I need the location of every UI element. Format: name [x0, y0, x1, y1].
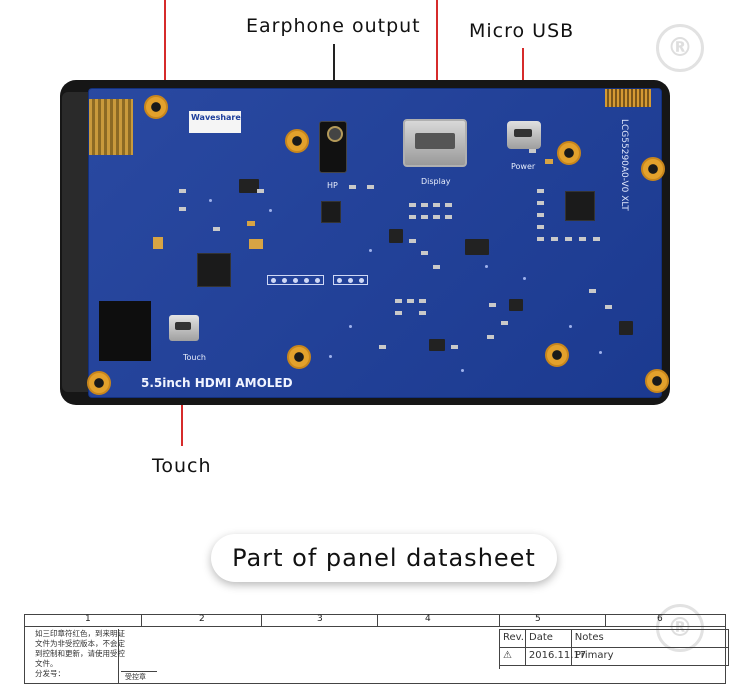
capacitor	[247, 221, 255, 226]
mount-hole	[557, 141, 581, 165]
copper-shield	[89, 99, 133, 155]
display-callout-line	[436, 0, 438, 120]
ic-chip	[509, 299, 523, 311]
header-pins	[267, 275, 324, 285]
board-model: LCG55290A0-V0 XLT	[619, 119, 629, 211]
ic-chip	[619, 321, 633, 335]
micro-usb-label: Micro USB	[469, 20, 575, 42]
registered-mark-icon: ®	[656, 24, 704, 72]
header-pins	[333, 275, 368, 285]
ic-chip	[429, 339, 445, 351]
control-notes: 如三印章符红色，到来明证 文件为非受控版本，不会定 到控制和更新，请使用受控 文…	[35, 629, 125, 683]
board-title: 5.5inch HDMI AMOLED	[141, 376, 293, 390]
capacitor	[545, 159, 553, 164]
brand-logo: Waveshare	[189, 111, 241, 133]
registered-mark-icon: ®	[656, 604, 704, 652]
micro-usb-port	[507, 121, 541, 149]
column-ruler: 1 2 3 4 5 6	[25, 614, 725, 627]
mount-hole	[645, 369, 669, 393]
mount-hole	[641, 157, 665, 181]
ic-chip	[389, 229, 403, 243]
capacitor	[249, 239, 263, 249]
revision-table: Rev. Date Notes ⚠ 2016.11.17 Primary	[499, 629, 729, 669]
mount-hole	[87, 371, 111, 395]
display-silk-label: Display	[421, 177, 451, 186]
earphone-jack	[319, 121, 347, 173]
mount-hole	[287, 345, 311, 369]
warning-icon: ⚠	[500, 648, 526, 665]
table-row: ⚠ 2016.11.17 Primary	[500, 648, 729, 666]
touch-label: Touch	[152, 455, 212, 477]
regulator	[239, 179, 259, 193]
mount-hole	[285, 129, 309, 153]
fpc-connector	[605, 89, 651, 107]
control-stamp-label: 受控章	[121, 671, 157, 683]
hp-silk-label: HP	[327, 181, 338, 190]
regulator	[465, 239, 489, 255]
bridge-chip	[565, 191, 595, 221]
driver-board: Waveshare HP Display Power Touch 5.5inch…	[87, 88, 669, 398]
ic-chip	[321, 201, 341, 223]
touch-silk-label: Touch	[183, 353, 206, 362]
power-silk-label: Power	[511, 162, 536, 171]
section-title-pill: Part of panel datasheet	[211, 534, 557, 582]
earphone-output-label: Earphone output	[246, 15, 421, 37]
datasheet-drawing: 1 2 3 4 5 6 如三印章符红色，到来明证 文件为非受控版本，不会定 到控…	[24, 614, 729, 684]
hdmi-port	[403, 119, 467, 167]
mount-hole	[144, 95, 168, 119]
revision-header: Rev. Date Notes	[500, 630, 729, 648]
panel-glass-edge	[62, 92, 90, 392]
mount-hole	[545, 343, 569, 367]
touch-usb-port	[169, 315, 199, 341]
flex-cable	[99, 301, 151, 361]
touch-controller-chip	[197, 253, 231, 287]
crystal	[153, 237, 163, 249]
